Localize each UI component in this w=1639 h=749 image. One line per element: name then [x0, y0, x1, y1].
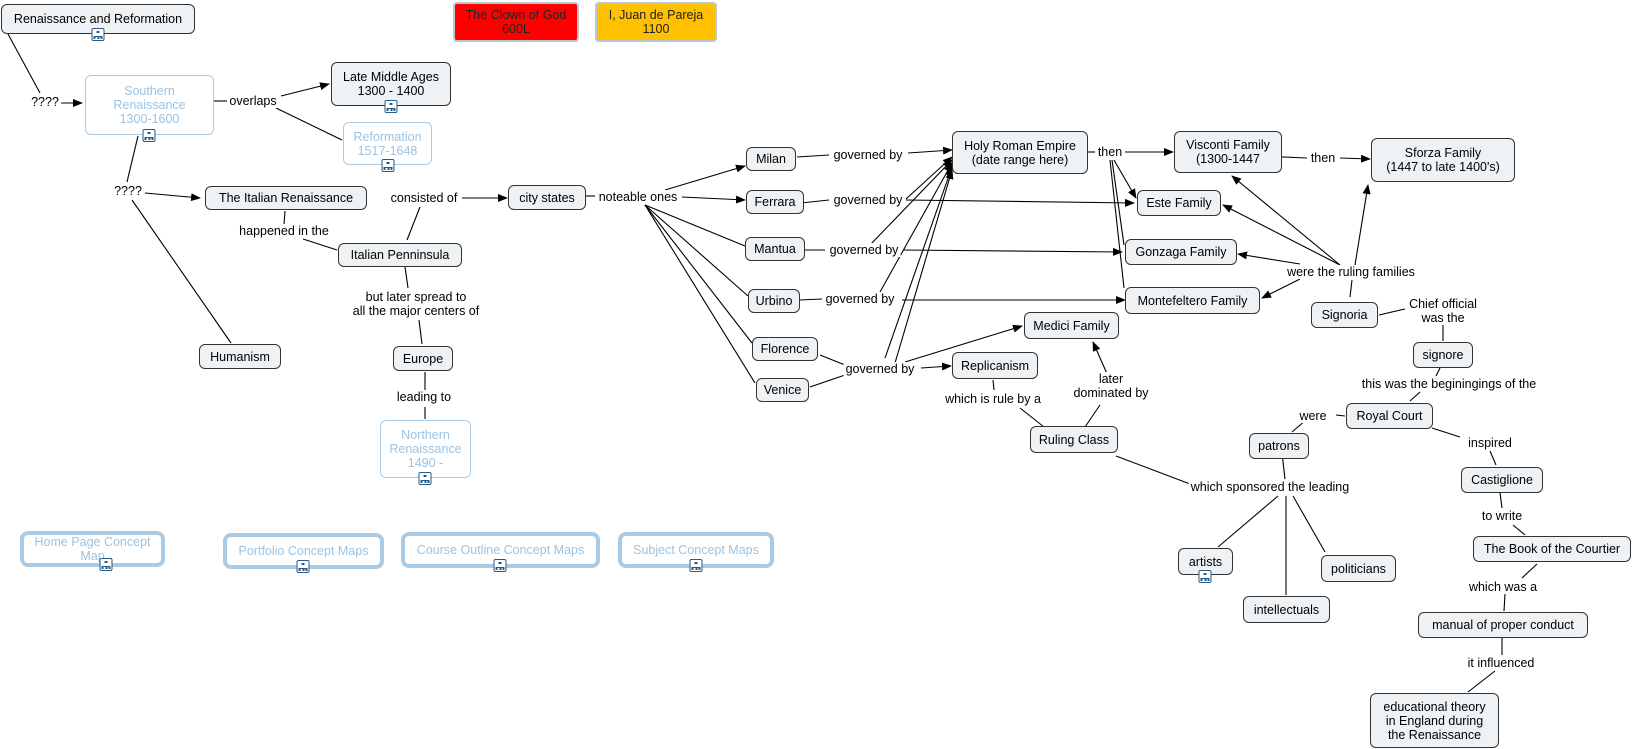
link-later-dominated: later dominated by — [1071, 372, 1151, 400]
node-city-states[interactable]: city states — [508, 185, 586, 210]
concept-map-icon[interactable] — [296, 560, 310, 573]
node-signore[interactable]: signore — [1413, 342, 1473, 368]
node-sforza-family[interactable]: Sforza Family (1447 to late 1400's) — [1371, 138, 1515, 182]
concept-map-icon[interactable] — [418, 472, 432, 485]
link-chief-official: Chief official was the — [1407, 297, 1479, 325]
link-to-write: to write — [1479, 509, 1525, 523]
node-intellectuals[interactable]: intellectuals — [1243, 596, 1330, 623]
link-spread: but later spread to all the major center… — [350, 290, 482, 318]
node-holy-roman-empire[interactable]: Holy Roman Empire (date range here) — [952, 131, 1088, 174]
link-governed-florence: governed by — [843, 362, 917, 376]
concept-map-icon[interactable] — [384, 100, 398, 113]
link-consisted-of: consisted of — [388, 191, 460, 205]
portfolio-concept-maps-button[interactable]: Portfolio Concept Maps — [223, 533, 384, 569]
link-then-visconti: then — [1308, 151, 1338, 165]
link-governed-ferrara: governed by — [831, 193, 905, 207]
node-educational-theory[interactable]: educational theory in England during the… — [1370, 693, 1499, 748]
link-noteable-ones: noteable ones — [596, 190, 680, 204]
concept-map-icon[interactable] — [381, 159, 395, 172]
concept-map-icon[interactable] — [142, 129, 156, 142]
link-influenced: it influenced — [1465, 656, 1537, 670]
concept-map-icon[interactable] — [493, 559, 507, 572]
link-sponsored: which sponsored the leading — [1188, 480, 1352, 494]
node-gonzaga-family[interactable]: Gonzaga Family — [1125, 239, 1237, 265]
node-ferrara[interactable]: Ferrara — [746, 190, 804, 214]
node-mantua[interactable]: Mantua — [745, 237, 805, 261]
node-politicians[interactable]: politicians — [1321, 555, 1396, 582]
link-governed-milan: governed by — [831, 148, 905, 162]
node-northern-renaissance[interactable]: Northern Renaissance 1490 - — [380, 420, 471, 478]
node-replicanism[interactable]: Replicanism — [952, 352, 1038, 379]
node-castiglione[interactable]: Castiglione — [1461, 467, 1543, 493]
node-late-middle-ages[interactable]: Late Middle Ages 1300 - 1400 — [331, 62, 451, 106]
node-italian-renaissance[interactable]: The Italian Renaissance — [205, 186, 367, 210]
node-montefeltero-family[interactable]: Montefeltero Family — [1125, 287, 1260, 314]
link-happened-in: happened in the — [237, 224, 331, 238]
link-leading-to: leading to — [394, 390, 454, 404]
link-governed-urbino: governed by — [823, 292, 897, 306]
node-este-family[interactable]: Este Family — [1137, 190, 1221, 216]
link-which-was: which was a — [1466, 580, 1540, 594]
link-beginnings: this was the beginingings of the — [1359, 377, 1539, 391]
node-juan-de-pareja[interactable]: I, Juan de Pareja 1100 — [595, 2, 717, 42]
link-inspired: inspired — [1466, 436, 1514, 450]
link-rule-by: which is rule by a — [943, 392, 1043, 406]
link-governed-mantua: governed by — [827, 243, 901, 257]
node-medici-family[interactable]: Medici Family — [1024, 312, 1119, 339]
link-overlaps: overlaps — [227, 94, 279, 108]
node-signoria[interactable]: Signoria — [1311, 302, 1378, 328]
link-question-1: ???? — [29, 95, 61, 109]
link-ruling-families: were the ruling families — [1285, 265, 1417, 279]
node-milan[interactable]: Milan — [746, 147, 796, 171]
node-venice[interactable]: Venice — [756, 378, 809, 402]
node-europe[interactable]: Europe — [393, 346, 453, 371]
node-reformation[interactable]: Reformation 1517-1648 — [343, 122, 432, 165]
link-were: were — [1297, 409, 1329, 423]
node-visconti-family[interactable]: Visconti Family (1300-1447 — [1174, 131, 1282, 173]
node-manual-of-proper-conduct[interactable]: manual of proper conduct — [1418, 612, 1588, 638]
node-patrons[interactable]: patrons — [1249, 433, 1309, 459]
link-question-2: ???? — [112, 184, 144, 198]
node-florence[interactable]: Florence — [752, 337, 818, 361]
node-book-of-the-courtier[interactable]: The Book of the Courtier — [1473, 536, 1631, 562]
node-urbino[interactable]: Urbino — [748, 289, 800, 313]
node-humanism[interactable]: Humanism — [199, 344, 281, 369]
home-page-concept-map-button[interactable]: Home Page Concept Map — [20, 531, 165, 567]
concept-map-icon[interactable] — [91, 28, 105, 41]
node-southern-renaissance[interactable]: Southern Renaissance 1300-1600 — [85, 75, 214, 135]
node-clown-of-god[interactable]: The Clown of God 600L — [453, 2, 579, 42]
concept-map-icon[interactable] — [1198, 570, 1212, 583]
node-ruling-class[interactable]: Ruling Class — [1030, 426, 1118, 453]
node-royal-court[interactable]: Royal Court — [1346, 403, 1433, 429]
concept-map-icon[interactable] — [99, 558, 113, 571]
link-then-hre: then — [1095, 145, 1125, 159]
concept-map-icon[interactable] — [689, 559, 703, 572]
node-italian-penninsula[interactable]: Italian Penninsula — [338, 243, 462, 267]
